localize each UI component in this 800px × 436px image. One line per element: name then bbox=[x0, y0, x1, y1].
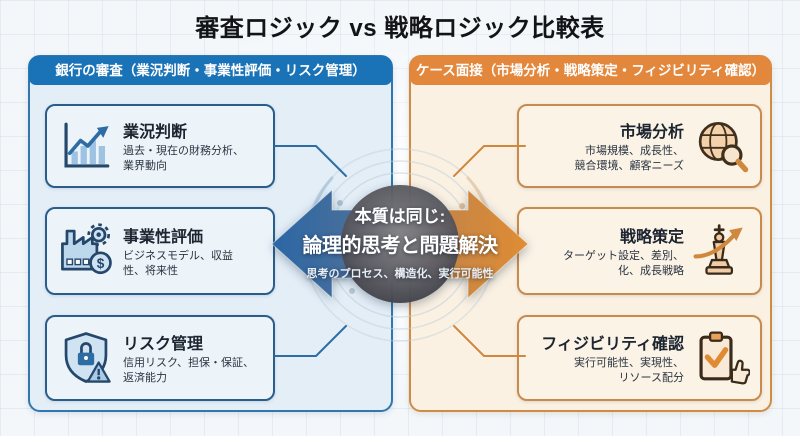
card-desc: 信用リスク、担保・保証、 返済能力 bbox=[123, 357, 255, 384]
clipboard-check-icon bbox=[692, 329, 751, 387]
factory-gear-icon: $ bbox=[57, 222, 115, 280]
card-title: フィジビリティ確認 bbox=[541, 336, 684, 354]
card-market-analysis: 市場分析 市場規模、成長性、 競合環境、顧客ニーズ bbox=[517, 104, 762, 188]
card-strategy-formulation: 戦略策定 ターゲット設定、差別、 化、成長戦略 bbox=[517, 207, 762, 295]
chess-strategy-icon bbox=[692, 222, 750, 280]
card-title: 事業性評価 bbox=[123, 229, 204, 247]
card-title: リスク管理 bbox=[123, 336, 204, 354]
card-title: 業況判断 bbox=[123, 124, 188, 142]
growth-chart-icon bbox=[57, 117, 115, 175]
card-title: 市場分析 bbox=[619, 124, 684, 142]
card-feasibility-check: フィジビリティ確認 実行可能性、実現性、 リソース配分 bbox=[517, 315, 762, 401]
card-desc: 実行可能性、実現性、 リソース配分 bbox=[574, 357, 684, 384]
shield-lock-icon bbox=[57, 329, 115, 387]
card-desc: 過去・現在の財務分析、 業界動向 bbox=[123, 145, 244, 172]
card-desc: ビジネスモデル、収益 性、将来性 bbox=[123, 250, 233, 277]
card-business-condition: 業況判断 過去・現在の財務分析、 業界動向 bbox=[45, 104, 275, 188]
card-title: 戦略策定 bbox=[619, 229, 684, 247]
case-interview-header: ケース面接（市場分析・戦略策定・フィジビリティ確認） bbox=[410, 56, 771, 85]
card-desc: ターゲット設定、差別、 化、成長戦略 bbox=[563, 250, 684, 277]
page-title: 審査ロジック vs 戦略ロジック比較表 bbox=[195, 15, 605, 42]
card-desc: 市場規模、成長性、 競合環境、顧客ニーズ bbox=[574, 145, 684, 172]
bank-review-panel: 銀行の審査（業況判断・事業性評価・リスク管理） 業況判断 過去・現在の財務分析、… bbox=[28, 55, 393, 412]
bank-review-header: 銀行の審査（業況判断・事業性評価・リスク管理） bbox=[29, 56, 392, 85]
globe-search-icon bbox=[692, 117, 750, 175]
svg-text:$: $ bbox=[97, 256, 105, 271]
case-interview-panel: ケース面接（市場分析・戦略策定・フィジビリティ確認） 市場分析 市場規模、成長性… bbox=[409, 55, 772, 412]
card-business-viability: $ 事業性評価 ビジネスモデル、収益 性、将来性 bbox=[45, 207, 275, 295]
card-risk-management: リスク管理 信用リスク、担保・保証、 返済能力 bbox=[45, 315, 275, 401]
